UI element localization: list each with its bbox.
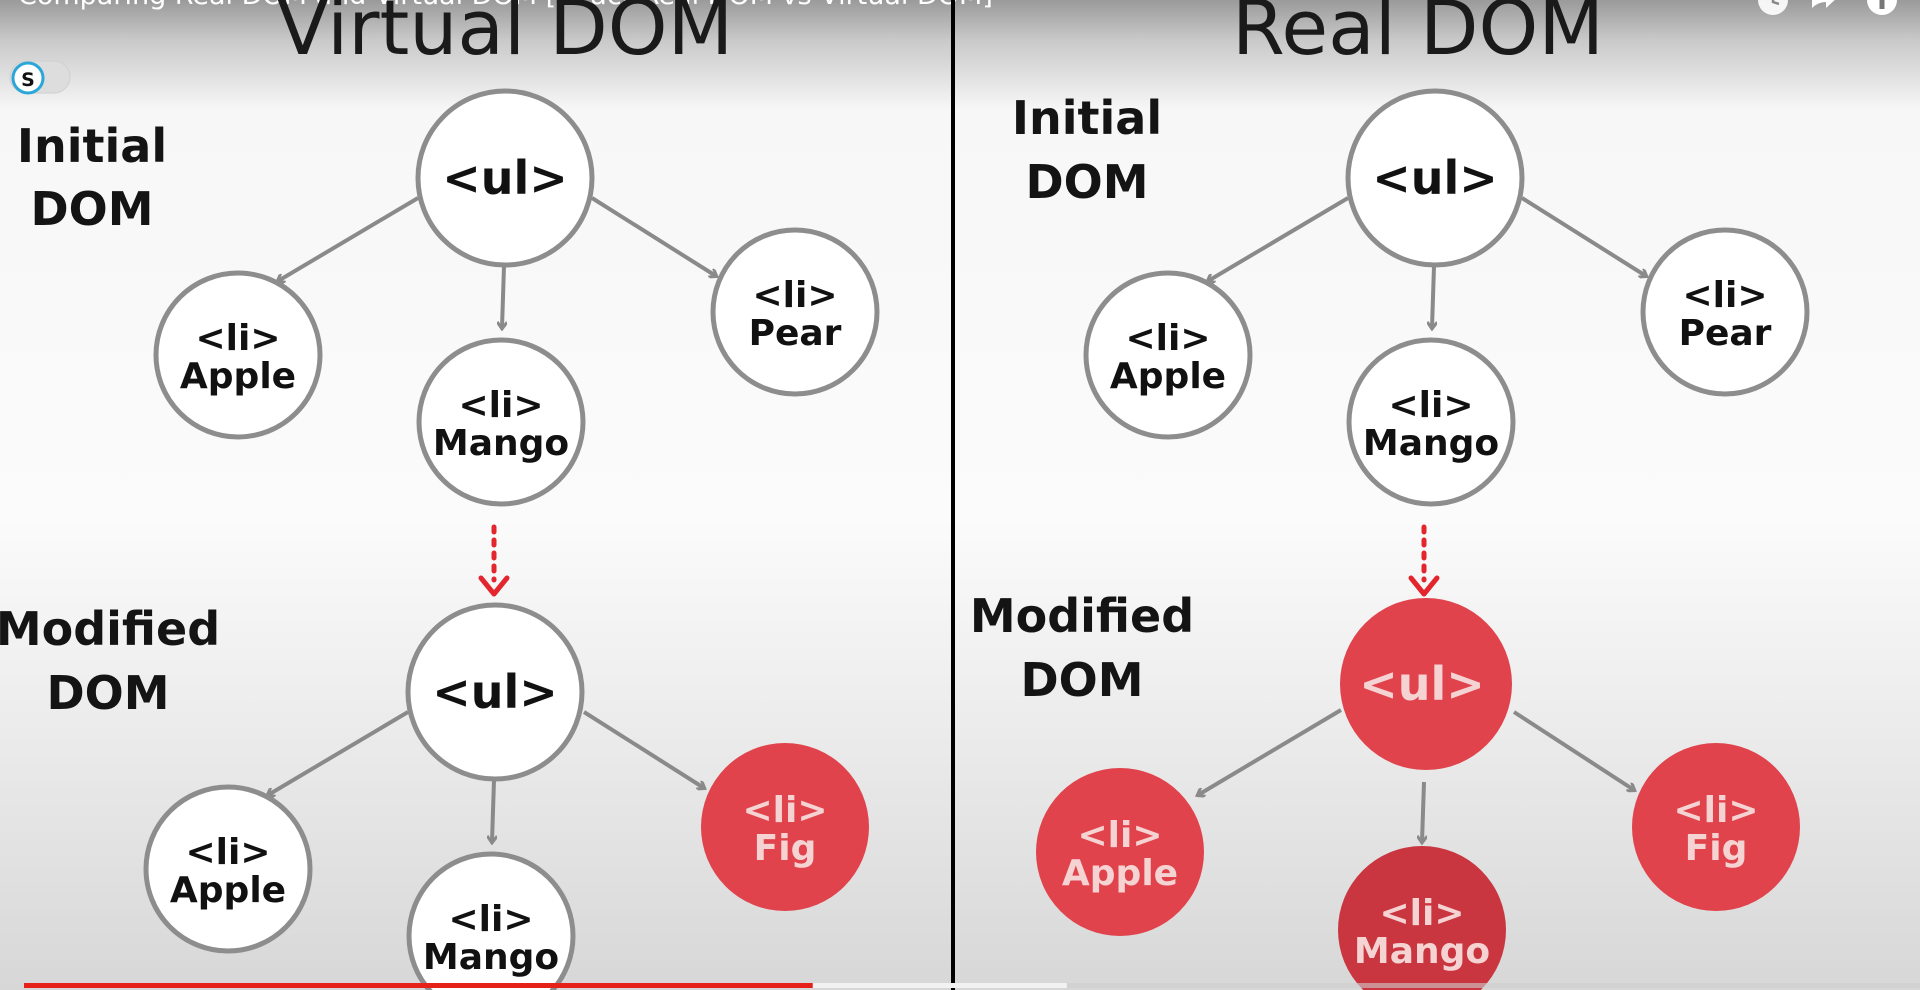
ul-node: <ul> <box>415 88 595 268</box>
li-tag: <li> <box>742 790 827 831</box>
edge-arrow <box>268 710 410 795</box>
li-text: Mango <box>433 423 569 464</box>
li-node-apple-modified: <li> Apple <box>143 784 313 954</box>
modified-dom-label-line2: DOM <box>1020 653 1143 707</box>
transition-arrow <box>478 524 510 597</box>
li-text: Apple <box>1110 356 1226 397</box>
li-tag: <li> <box>1388 385 1473 426</box>
li-tag: <li> <box>1125 318 1210 359</box>
progress-played <box>24 983 813 988</box>
li-node-mango-changed: <li> Mango <box>1338 846 1506 990</box>
edge-arrow <box>1208 196 1350 281</box>
li-text: Mango <box>1363 423 1499 464</box>
li-text: Mango <box>1354 931 1490 972</box>
ul-node-label: <ul> <box>1359 657 1485 711</box>
li-tag: <li> <box>1379 893 1464 934</box>
modified-dom-label-line2: DOM <box>46 666 169 720</box>
li-node-mango-modified: <li> Mango <box>406 851 576 990</box>
initial-tree-edges <box>1208 196 1646 328</box>
autoplay-toggle[interactable]: S <box>9 60 71 95</box>
li-text: Fig <box>1685 828 1748 869</box>
edge-arrow <box>1432 265 1434 328</box>
li-node-mango: <li> Mango <box>1346 337 1516 507</box>
video-title[interactable]: Comparing Real DOM and Virtual DOM [Reac… <box>18 0 993 11</box>
li-tag: <li> <box>448 899 533 940</box>
modified-dom-label-line1: Modified <box>970 589 1194 643</box>
edge-arrow <box>1422 781 1424 842</box>
li-node-fig-changed: <li> Fig <box>1632 743 1800 911</box>
transition-arrow <box>1408 524 1440 597</box>
li-text: Mango <box>423 937 559 978</box>
edge-arrow <box>582 710 704 788</box>
initial-tree-edges <box>278 196 716 328</box>
li-text: Pear <box>749 313 842 354</box>
modified-tree-edges <box>268 710 704 842</box>
li-tag: <li> <box>1077 815 1162 856</box>
edge-arrow <box>1198 708 1343 795</box>
li-tag: <li> <box>752 275 837 316</box>
ul-node-label: <ul> <box>442 151 568 205</box>
virtual-dom-panel: Virtual DOM Initial DOM Modified DOM <ul… <box>0 0 880 990</box>
initial-dom-label-line1: Initial <box>17 119 167 173</box>
real-dom-panel: Real DOM Initial DOM Modified DOM <ul> <… <box>970 0 1810 990</box>
initial-dom-label-line1: Initial <box>1012 91 1162 145</box>
li-tag: <li> <box>1682 275 1767 316</box>
li-text: Pear <box>1679 313 1772 354</box>
li-node-mango: <li> Mango <box>416 337 586 507</box>
ul-node-modified: <ul> <box>405 602 585 782</box>
li-tag: <li> <box>195 318 280 359</box>
li-text: Apple <box>1062 853 1178 894</box>
li-text: Fig <box>754 828 817 869</box>
ul-node-label: <ul> <box>1372 151 1498 205</box>
ul-node: <ul> <box>1345 88 1525 268</box>
edge-arrow <box>502 265 504 328</box>
ul-node-label: <ul> <box>432 665 558 719</box>
virtual-dom-title: Virtual DOM <box>277 0 733 72</box>
li-node-apple: <li> Apple <box>1083 270 1253 440</box>
initial-dom-label-line2: DOM <box>1025 155 1148 209</box>
li-tag: <li> <box>1673 790 1758 831</box>
edge-arrow <box>1520 196 1646 276</box>
li-node-pear: <li> Pear <box>1640 227 1810 397</box>
info-icon[interactable] <box>1867 0 1897 15</box>
edge-arrow <box>1512 710 1634 790</box>
li-node-apple: <li> Apple <box>153 270 323 440</box>
avatar: S <box>11 61 45 95</box>
real-dom-title: Real DOM <box>1232 0 1604 72</box>
avatar-letter: S <box>21 69 35 91</box>
li-tag: <li> <box>185 832 270 873</box>
ul-node-modified-changed: <ul> <box>1340 598 1512 770</box>
li-node-apple-changed: <li> Apple <box>1036 768 1204 936</box>
li-node-fig-changed: <li> Fig <box>701 743 869 911</box>
li-text: Apple <box>180 356 296 397</box>
share-icon[interactable] <box>1812 0 1838 8</box>
modified-dom-label-line1: Modified <box>0 602 220 656</box>
li-tag: <li> <box>458 385 543 426</box>
progress-bar[interactable] <box>24 983 1920 988</box>
li-node-pear: <li> Pear <box>710 227 880 397</box>
initial-dom-label-line2: DOM <box>30 182 153 236</box>
watch-later-icon[interactable] <box>1758 0 1788 15</box>
edge-arrow <box>278 196 420 281</box>
li-text: Apple <box>170 870 286 911</box>
edge-arrow <box>590 196 716 276</box>
modified-tree-edges <box>1198 708 1634 842</box>
edge-arrow <box>492 779 494 842</box>
